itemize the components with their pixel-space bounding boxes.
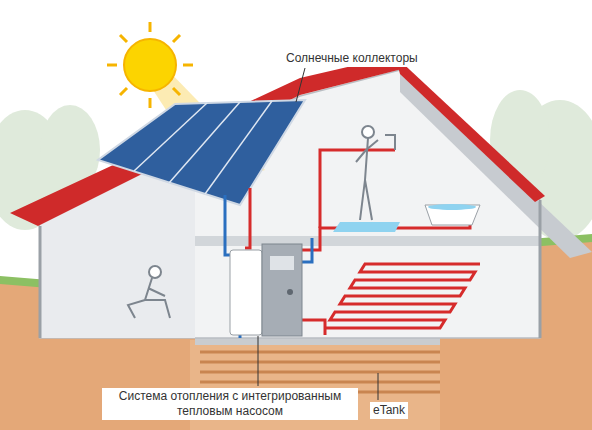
cold-pipe (225, 195, 240, 255)
storage-tank (230, 250, 262, 335)
hot-pipe (245, 188, 250, 248)
floor-slab (195, 236, 540, 246)
house (10, 56, 592, 338)
control-panel (270, 256, 294, 270)
callout-label: Система отопления с интегрированным тепл… (102, 388, 358, 420)
post (539, 200, 542, 338)
callout-label: Солнечные коллекторы (283, 50, 421, 67)
leader-line (296, 68, 305, 102)
floor-heating (325, 264, 480, 328)
heating-unit (230, 244, 302, 336)
heat-pump (262, 244, 302, 336)
callout-label: eTank (370, 402, 408, 419)
knob (287, 289, 293, 295)
sun-rays (107, 22, 193, 108)
leader-line (378, 373, 379, 400)
solar-collector (98, 100, 305, 205)
sun-disc (124, 39, 176, 91)
leader-line (258, 336, 259, 386)
bathtub (425, 205, 480, 225)
house-section (40, 70, 540, 338)
bathroom (333, 126, 480, 232)
roof-edge (395, 56, 545, 202)
person-sitting (128, 266, 170, 318)
person-shower (356, 126, 378, 220)
pipes (225, 150, 470, 338)
leader-lines (258, 68, 378, 400)
roof (10, 56, 406, 226)
hot-pipe (300, 320, 325, 335)
panel (98, 100, 305, 205)
post (39, 226, 42, 338)
bath-mat (333, 222, 400, 232)
earth-layers (200, 352, 440, 392)
water (428, 204, 476, 210)
shower (385, 135, 395, 150)
